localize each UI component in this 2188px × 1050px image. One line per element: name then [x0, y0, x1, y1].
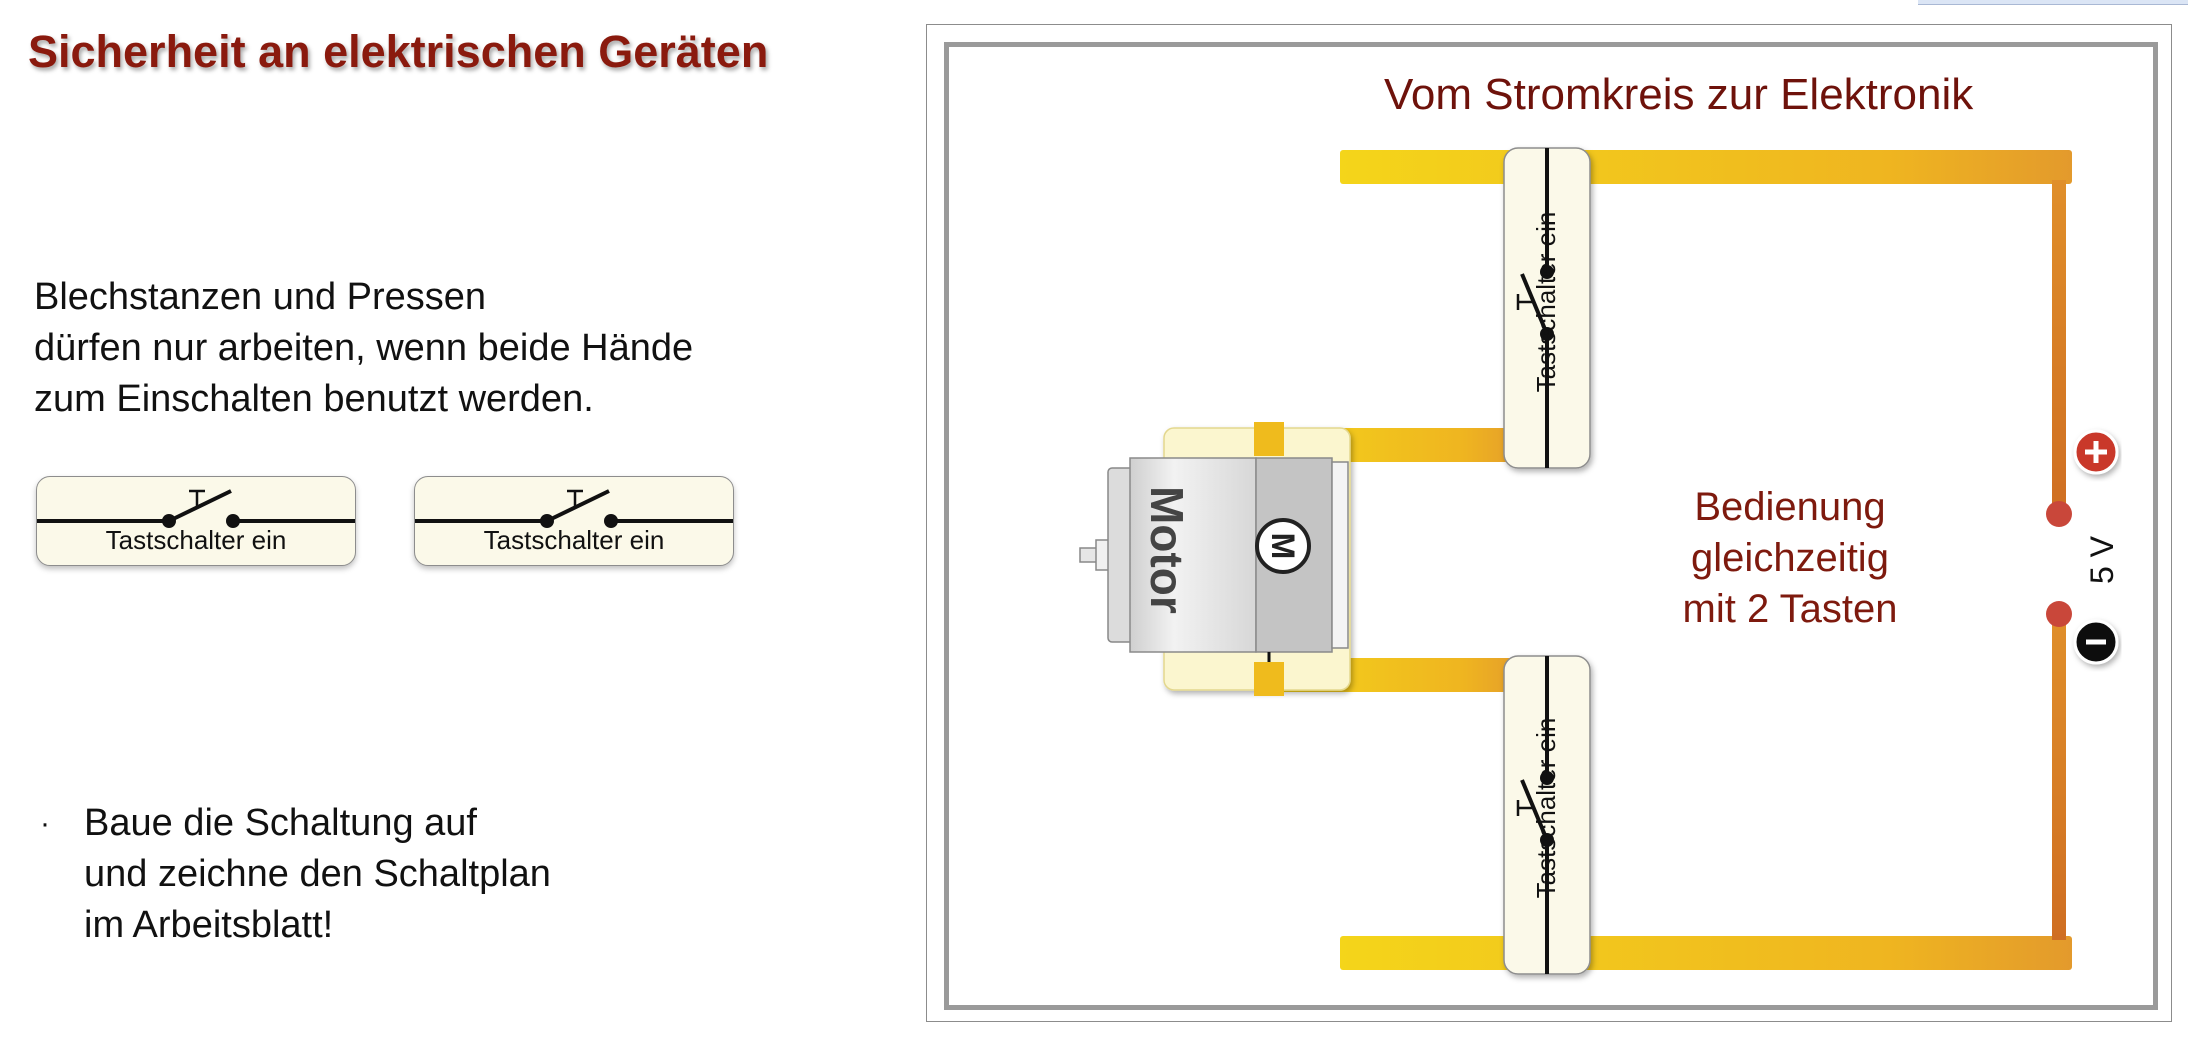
task-line: im Arbeitsblatt!: [84, 904, 334, 946]
wire-top: [1340, 150, 2072, 184]
wire-right-upper: [2052, 180, 2066, 516]
caption-line: mit 2 Tasten: [1682, 587, 1898, 631]
switch-label: Tastschalter ein: [483, 525, 665, 555]
caption-line: Bedienung: [1694, 485, 1886, 529]
wire-right-lower: [2052, 616, 2066, 940]
page-title: Sicherheit an elektrischen Geräten: [28, 26, 769, 77]
intro-line: zum Einschalten benutzt werden.: [34, 378, 594, 420]
switch-card-right: Tastschalter ein: [414, 476, 734, 566]
terminal-dot-lower: [2046, 601, 2072, 627]
task-instructions: · Baue die Schaltung auf und zeichne den…: [40, 798, 551, 951]
battery-terminal-minus-icon: [2073, 619, 2119, 665]
switch-top-label: Tastschalter ein: [1531, 211, 1561, 393]
intro-text: Blechstanzen und Pressen dürfen nur arbe…: [34, 272, 693, 425]
switch-card-left: Tastschalter ein: [36, 476, 356, 566]
voltage-label: 5 V: [2084, 535, 2120, 585]
motor-label: Motor: [1141, 486, 1193, 614]
task-line: und zeichne den Schaltplan: [84, 853, 551, 895]
switch-bottom[interactable]: [1503, 655, 1591, 975]
pushbutton-switch-icon: [37, 489, 355, 528]
intro-line: dürfen nur arbeiten, wenn beide Hände: [34, 327, 694, 369]
diagram-title: Vom Stromkreis zur Elektronik: [1384, 70, 1974, 119]
diagram-caption: Bedienung gleichzeitig mit 2 Tasten: [1660, 482, 1920, 635]
dc-motor-icon[interactable]: [1079, 422, 1351, 696]
top-right-tab[interactable]: [1918, 0, 2188, 5]
switch-top[interactable]: [1503, 147, 1591, 469]
wire-bottom: [1340, 936, 2072, 970]
task-line: Baue die Schaltung auf: [84, 802, 477, 844]
pushbutton-switch-icon: [415, 489, 733, 528]
switch-label: Tastschalter ein: [105, 525, 287, 555]
motor-symbol: M: [1265, 532, 1301, 560]
terminal-dot-upper: [2046, 501, 2072, 527]
caption-line: gleichzeitig: [1691, 536, 1889, 580]
switch-bottom-label: Tastschalter ein: [1531, 717, 1561, 899]
intro-line: Blechstanzen und Pressen: [34, 276, 487, 318]
battery-terminal-plus-icon: [2073, 429, 2119, 475]
bullet: ·: [40, 807, 50, 840]
